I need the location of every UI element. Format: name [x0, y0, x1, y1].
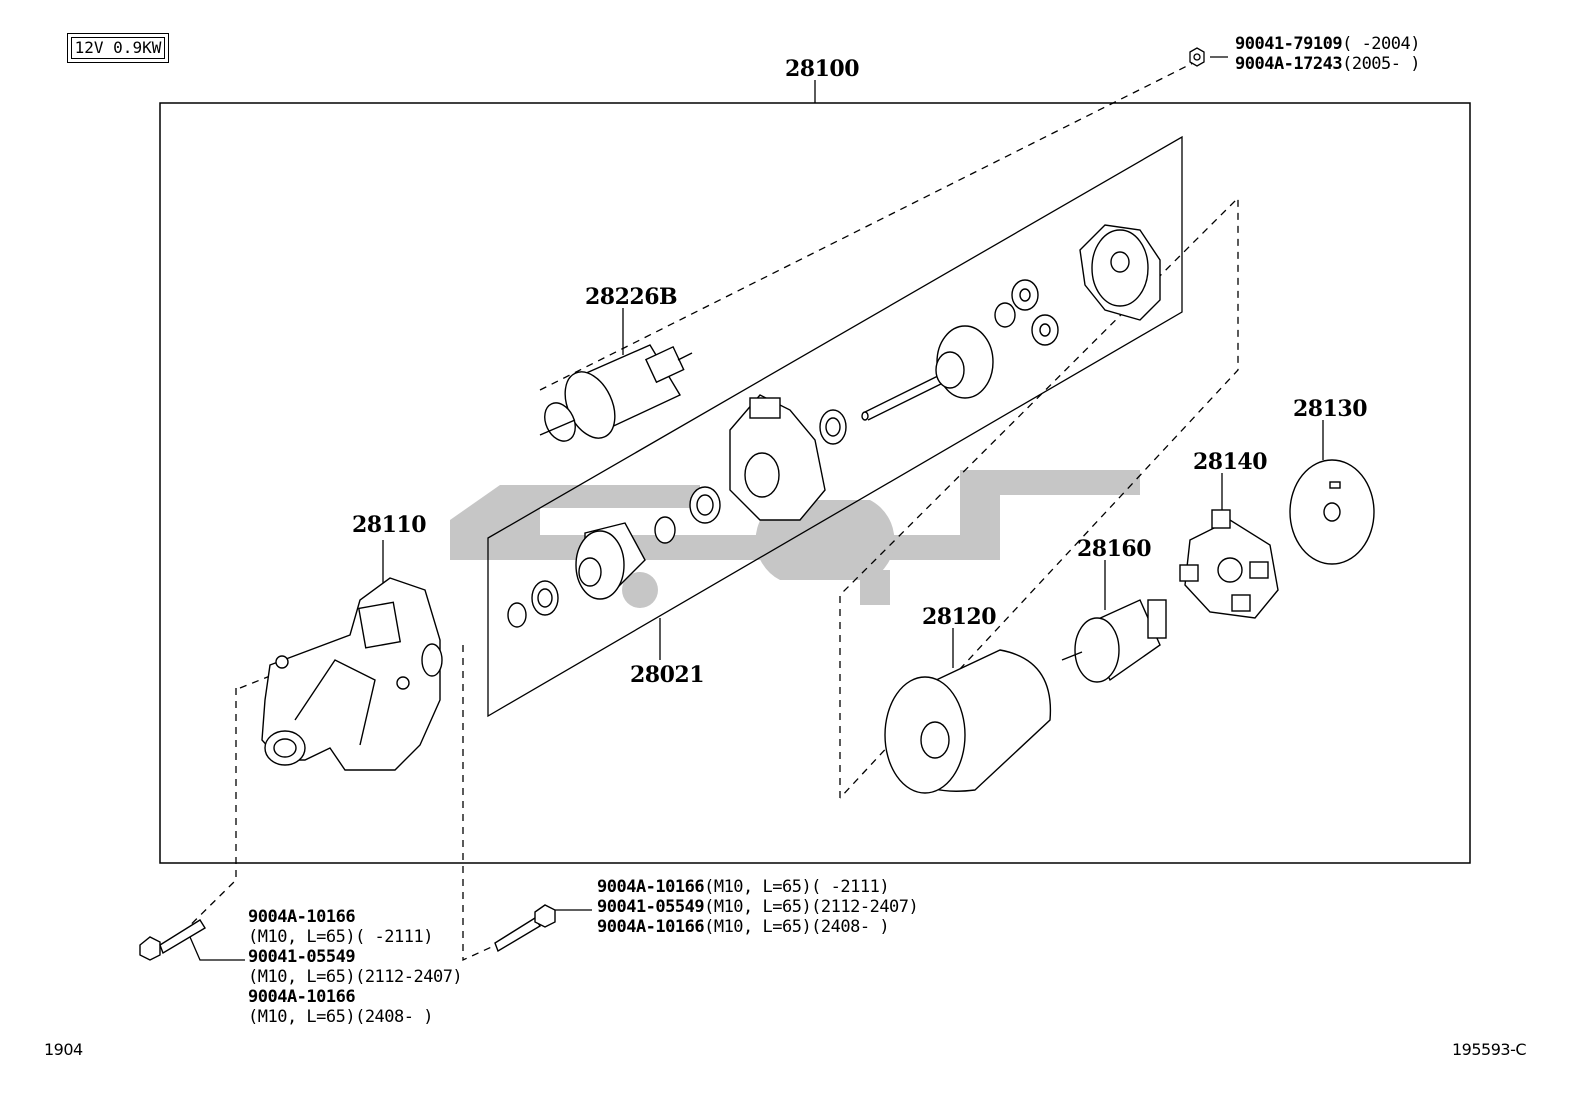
left-bolt-part-2[interactable]: 90041-05549	[248, 947, 356, 967]
nut-icon	[1189, 47, 1205, 67]
spec-box: 12V 0.9KW	[67, 33, 169, 63]
footer-code-right: 195593-C	[1452, 1040, 1527, 1059]
armature-drawing	[1061, 599, 1167, 683]
clutch-drawing	[507, 394, 847, 628]
bolt-right-icon	[494, 904, 556, 953]
callout-28160[interactable]: 28160	[1077, 536, 1152, 562]
callout-28120[interactable]: 28120	[922, 604, 997, 630]
left-bolt-part-3[interactable]: 9004A-10166	[248, 987, 356, 1007]
footer-code-left: 1904	[44, 1040, 83, 1059]
right-bolt-part-2[interactable]: 90041-05549	[597, 897, 705, 917]
right-bolt-part-3[interactable]: 9004A-10166	[597, 917, 705, 937]
nut-part-2[interactable]: 9004A-17243	[1235, 54, 1343, 74]
shaft-gears-drawing	[861, 224, 1161, 421]
callout-28140[interactable]: 28140	[1193, 449, 1268, 475]
brush-holder-drawing	[1179, 509, 1279, 619]
callout-28021[interactable]: 28021	[630, 662, 705, 688]
bolt-left-icon	[139, 919, 206, 961]
right-bolt-part-1[interactable]: 9004A-10166	[597, 877, 705, 897]
solenoid-drawing	[539, 344, 693, 442]
left-bolt-part-1[interactable]: 9004A-10166	[248, 907, 356, 927]
callout-28130[interactable]: 28130	[1293, 396, 1368, 422]
end-frame-drawing	[1289, 459, 1375, 565]
callout-28226b[interactable]: 28226B	[585, 284, 678, 310]
callout-28100[interactable]: 28100	[785, 56, 860, 82]
nut-part-1[interactable]: 90041-79109	[1235, 34, 1343, 54]
nut-part-list: 90041-79109( -2004) 9004A-17243(2005- )	[1235, 34, 1420, 74]
right-bolt-list: 9004A-10166(M10, L=65)( -2111) 90041-055…	[597, 877, 919, 937]
yoke-group-dash	[839, 196, 1239, 799]
left-bolt-list: 9004A-10166 (M10, L=65)( -2111) 90041-05…	[248, 907, 463, 1027]
yoke-drawing	[884, 649, 1052, 794]
housing-drawing	[261, 577, 443, 771]
gear-group-frame	[487, 135, 1183, 718]
callout-28110[interactable]: 28110	[352, 512, 427, 538]
